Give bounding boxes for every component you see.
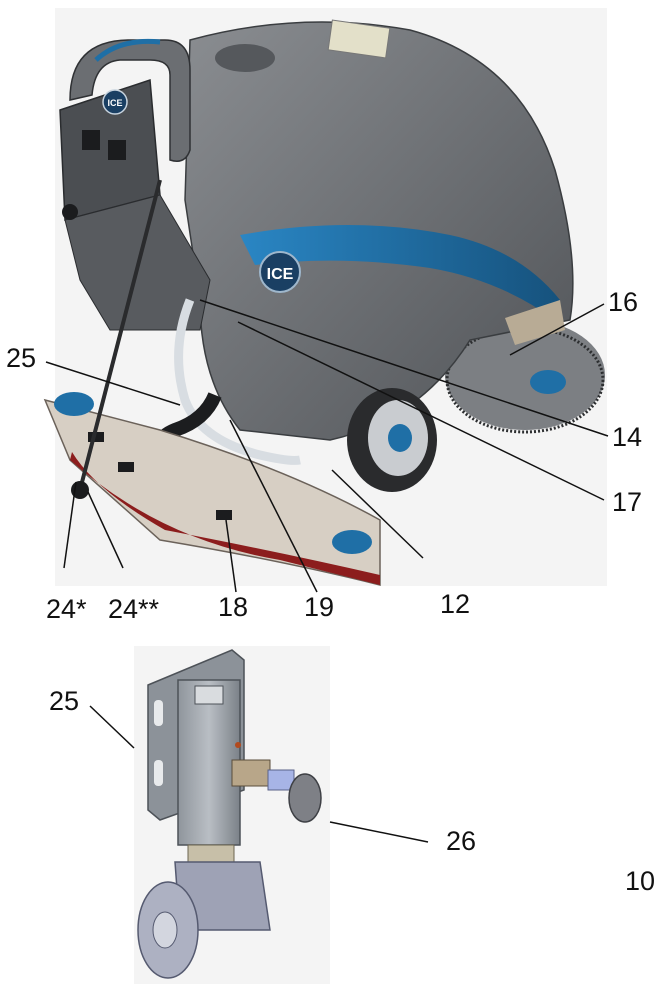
leader-26 — [329, 821, 429, 843]
callout-19: 19 — [304, 592, 335, 622]
lid-recess — [215, 44, 275, 72]
bracket-slot-upper — [154, 700, 163, 726]
leader-24a — [63, 481, 77, 569]
callout-10: 10 — [625, 866, 654, 896]
caster-wheel-hub — [152, 911, 178, 949]
rear-knob — [62, 204, 78, 220]
scrubber-machine-illustration: ICE ICE — [43, 8, 607, 586]
adjuster-nut — [231, 759, 271, 787]
leader-25-top — [45, 361, 181, 406]
brush-deck — [445, 320, 605, 430]
leader-14 — [199, 299, 609, 437]
leader-lines-main — [45, 299, 609, 593]
caster-detail-illustration — [134, 646, 330, 984]
callout-17: 17 — [612, 487, 643, 517]
leader-19 — [229, 419, 318, 593]
leader-25-detail — [89, 705, 135, 749]
leader-16 — [509, 303, 605, 356]
panel-switch-left — [82, 130, 100, 150]
callout-26: 26 — [446, 826, 477, 856]
callout-24-single-star: 24* — [46, 594, 87, 624]
callout-25-detail: 25 — [49, 686, 80, 716]
callout-25-main: 25 — [6, 343, 37, 373]
leader-18 — [225, 519, 237, 593]
squeegee-caster-left — [54, 392, 94, 416]
deck-bumper-blue — [530, 370, 566, 394]
squeegee-frame — [43, 398, 381, 586]
tube-opening — [194, 685, 224, 705]
handle-blue-grip — [94, 38, 161, 62]
squeegee-lift-lever — [78, 179, 162, 491]
squeegee-blade — [70, 452, 380, 585]
bracket-slot-lower — [154, 760, 163, 786]
recovery-hose — [174, 298, 301, 465]
panel-logo-badge — [102, 89, 128, 115]
panel-switch-right — [108, 140, 126, 160]
leader-12 — [331, 469, 424, 559]
swivel-ring — [187, 844, 235, 864]
leader-24b — [87, 491, 124, 569]
panel-logo-text: ICE — [107, 98, 122, 108]
tube-marker — [235, 742, 241, 748]
caster-height-tube — [177, 679, 241, 846]
squeegee-knob-2 — [118, 462, 134, 472]
side-logo-badge — [259, 251, 301, 293]
warning-label — [327, 19, 391, 59]
handle-bar — [69, 39, 191, 162]
callout-18: 18 — [218, 592, 249, 622]
callout-12: 12 — [440, 589, 471, 619]
callout-24-double-star: 24** — [108, 594, 160, 624]
leader-17 — [237, 321, 605, 501]
squeegee-caster-right — [332, 530, 372, 554]
squeegee-knob-1 — [88, 432, 104, 442]
body-blue-stripe — [240, 225, 560, 320]
callout-16: 16 — [608, 287, 639, 317]
side-logo-text: ICE — [267, 266, 294, 283]
callout-14: 14 — [612, 422, 643, 452]
rear-wheel-hub — [388, 424, 412, 452]
adjustment-knob — [288, 773, 322, 823]
squeegee-knob-3 — [216, 510, 232, 520]
leader-lines-detail — [89, 705, 429, 843]
